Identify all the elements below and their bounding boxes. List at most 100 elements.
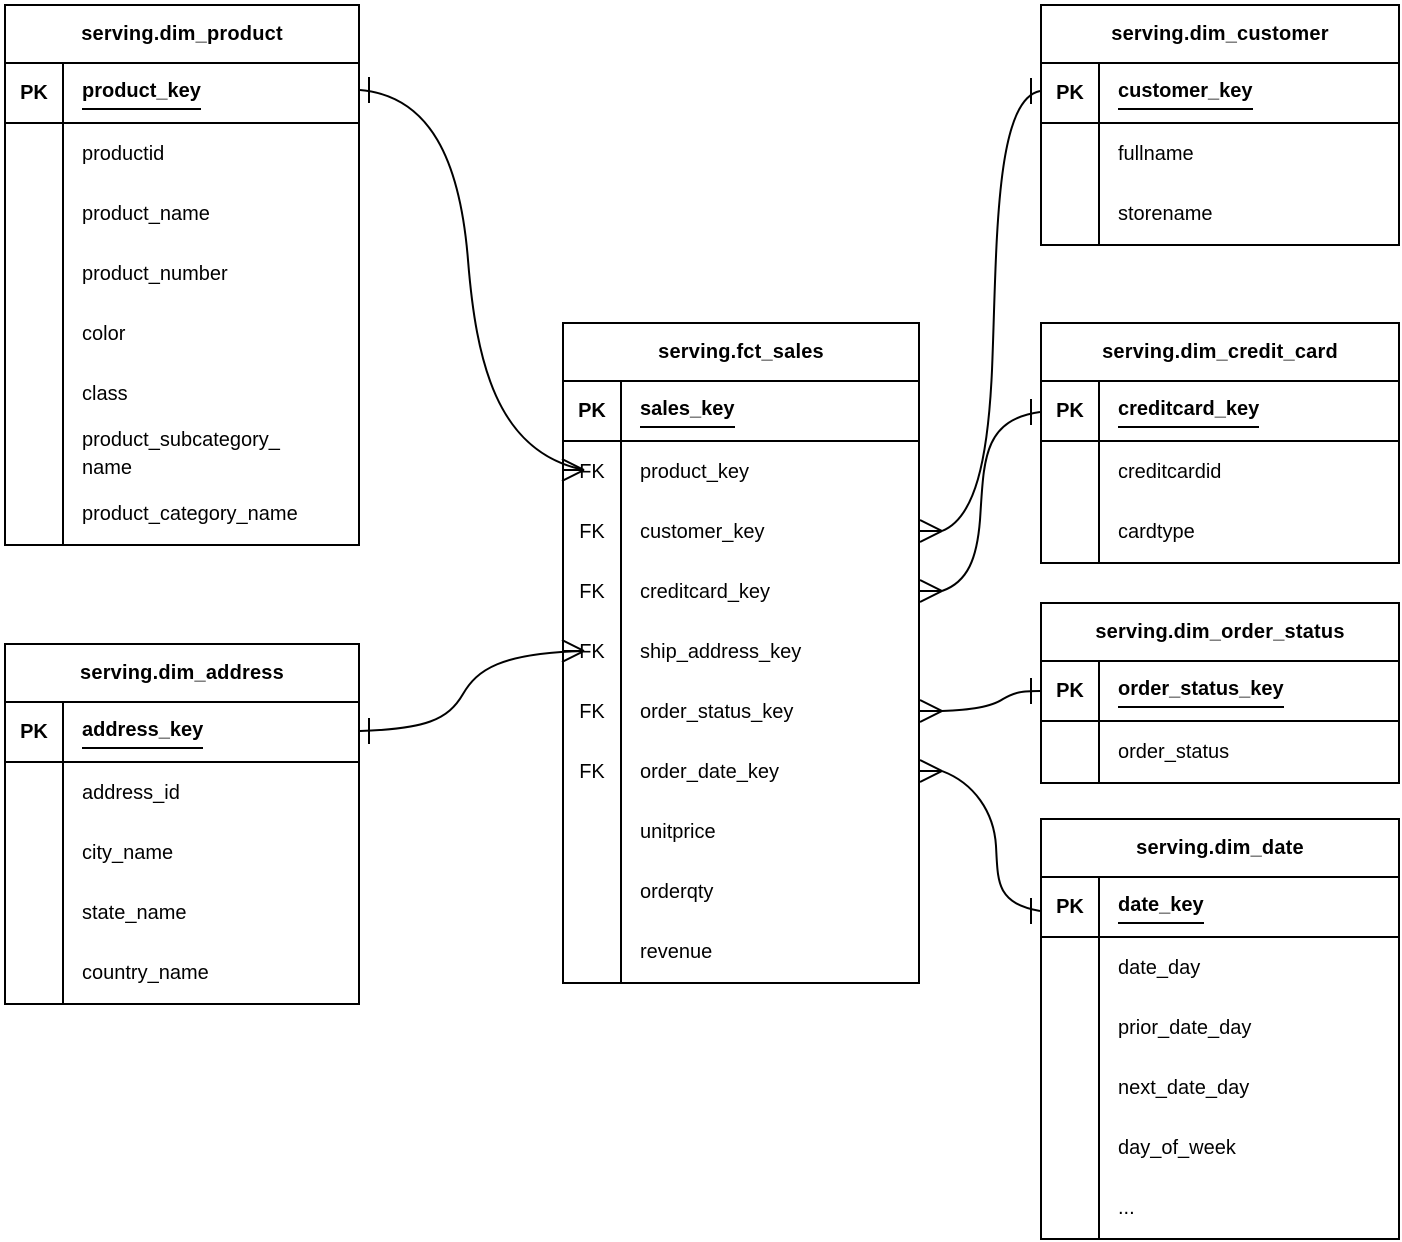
relationship-sales-product — [359, 77, 585, 482]
field-row: order_status — [1042, 722, 1398, 782]
field-row: product_category_name — [6, 484, 358, 544]
pk-field-name: date_key — [1118, 891, 1204, 924]
table-title: serving.dim_address — [6, 645, 358, 703]
crow-foot-many-icon — [919, 759, 943, 783]
pk-field-name: address_key — [82, 716, 204, 749]
pk-badge: PK — [1042, 64, 1100, 122]
field-name: creditcardid — [1118, 461, 1222, 483]
key-badge — [6, 943, 64, 1003]
key-badge — [6, 364, 64, 424]
field-name: day_of_week — [1118, 1137, 1236, 1159]
field-name: product_number — [82, 263, 228, 285]
pk-row: PK date_key — [1042, 878, 1398, 938]
pk-field-name: product_key — [82, 77, 201, 110]
table-fct-sales: serving.fct_sales PK sales_key FK produc… — [562, 322, 920, 984]
field-name: product_subcategory_ name — [82, 429, 280, 479]
crow-foot-many-icon — [919, 579, 943, 603]
pk-row: PK order_status_key — [1042, 662, 1398, 722]
key-badge — [1042, 998, 1100, 1058]
field-name: product_key — [640, 461, 749, 483]
table-title: serving.dim_credit_card — [1042, 324, 1398, 382]
field-name: storename — [1118, 203, 1213, 225]
field-name: class — [82, 383, 128, 405]
field-row: FK creditcard_key — [564, 562, 918, 622]
field-row: product_name — [6, 184, 358, 244]
field-row: creditcardid — [1042, 442, 1398, 502]
key-badge — [1042, 1178, 1100, 1238]
relationship-wire — [359, 650, 585, 732]
table-dim-address: serving.dim_address PK address_key addre… — [4, 643, 360, 1005]
pk-badge: PK — [1042, 878, 1100, 936]
field-name: product_name — [82, 203, 210, 225]
key-badge — [1042, 1118, 1100, 1178]
field-name: ship_address_key — [640, 641, 802, 663]
field-row: FK customer_key — [564, 502, 918, 562]
field-row: color — [6, 304, 358, 364]
relationship-wire — [941, 411, 1041, 592]
key-badge — [1042, 1058, 1100, 1118]
key-badge — [6, 823, 64, 883]
field-row: FK order_date_key — [564, 742, 918, 802]
pk-badge: PK — [1042, 382, 1100, 440]
field-row: prior_date_day — [1042, 998, 1398, 1058]
pk-row: PK customer_key — [1042, 64, 1398, 124]
key-badge — [6, 124, 64, 184]
field-row: unitprice — [564, 802, 918, 862]
field-row: country_name — [6, 943, 358, 1003]
field-row: fullname — [1042, 124, 1398, 184]
field-name: date_day — [1118, 957, 1201, 979]
relationship-sales-customer — [919, 78, 1041, 543]
key-badge — [564, 922, 622, 982]
field-row: date_day — [1042, 938, 1398, 998]
pk-field-cell: order_status_key — [1100, 662, 1398, 720]
key-badge — [564, 862, 622, 922]
pk-badge: PK — [564, 382, 622, 440]
table-title: serving.dim_order_status — [1042, 604, 1398, 662]
pk-badge: PK — [6, 703, 64, 761]
pk-field-name: order_status_key — [1118, 675, 1284, 708]
field-row: cardtype — [1042, 502, 1398, 562]
key-badge — [6, 883, 64, 943]
fk-badge: FK — [564, 442, 622, 502]
pk-field-name: creditcard_key — [1118, 395, 1260, 428]
field-row: address_id — [6, 763, 358, 823]
field-name: prior_date_day — [1118, 1017, 1252, 1039]
field-row: storename — [1042, 184, 1398, 244]
relationship-wire — [941, 90, 1041, 532]
pk-row: PK creditcard_key — [1042, 382, 1398, 442]
key-badge — [6, 244, 64, 304]
field-row: FK product_key — [564, 442, 918, 502]
pk-field-name: customer_key — [1118, 77, 1253, 110]
field-row: next_date_day — [1042, 1058, 1398, 1118]
field-name: fullname — [1118, 143, 1194, 165]
crow-foot-many-icon — [919, 699, 943, 723]
field-name: cardtype — [1118, 521, 1195, 543]
fk-badge: FK — [564, 742, 622, 802]
field-row: product_subcategory_ name — [6, 424, 358, 484]
fk-badge: FK — [564, 562, 622, 622]
key-badge — [1042, 184, 1100, 244]
field-name: creditcard_key — [640, 581, 771, 603]
pk-badge: PK — [1042, 662, 1100, 720]
fk-badge: FK — [564, 682, 622, 742]
field-name: color — [82, 323, 126, 345]
relationship-sales-orderstatus — [919, 678, 1041, 723]
field-name: unitprice — [640, 821, 716, 843]
field-name: productid — [82, 143, 165, 165]
field-row: day_of_week — [1042, 1118, 1398, 1178]
fk-badge: FK — [564, 622, 622, 682]
key-badge — [1042, 722, 1100, 782]
field-name: customer_key — [640, 521, 765, 543]
field-name: state_name — [82, 902, 187, 924]
key-badge — [6, 304, 64, 364]
field-name: order_status — [1118, 741, 1230, 763]
field-row: city_name — [6, 823, 358, 883]
relationship-sales-creditcard — [919, 399, 1041, 603]
key-badge — [1042, 124, 1100, 184]
pk-row: PK address_key — [6, 703, 358, 763]
key-badge — [1042, 938, 1100, 998]
table-dim-credit-card: serving.dim_credit_card PK creditcard_ke… — [1040, 322, 1400, 564]
key-badge — [564, 802, 622, 862]
field-row: orderqty — [564, 862, 918, 922]
